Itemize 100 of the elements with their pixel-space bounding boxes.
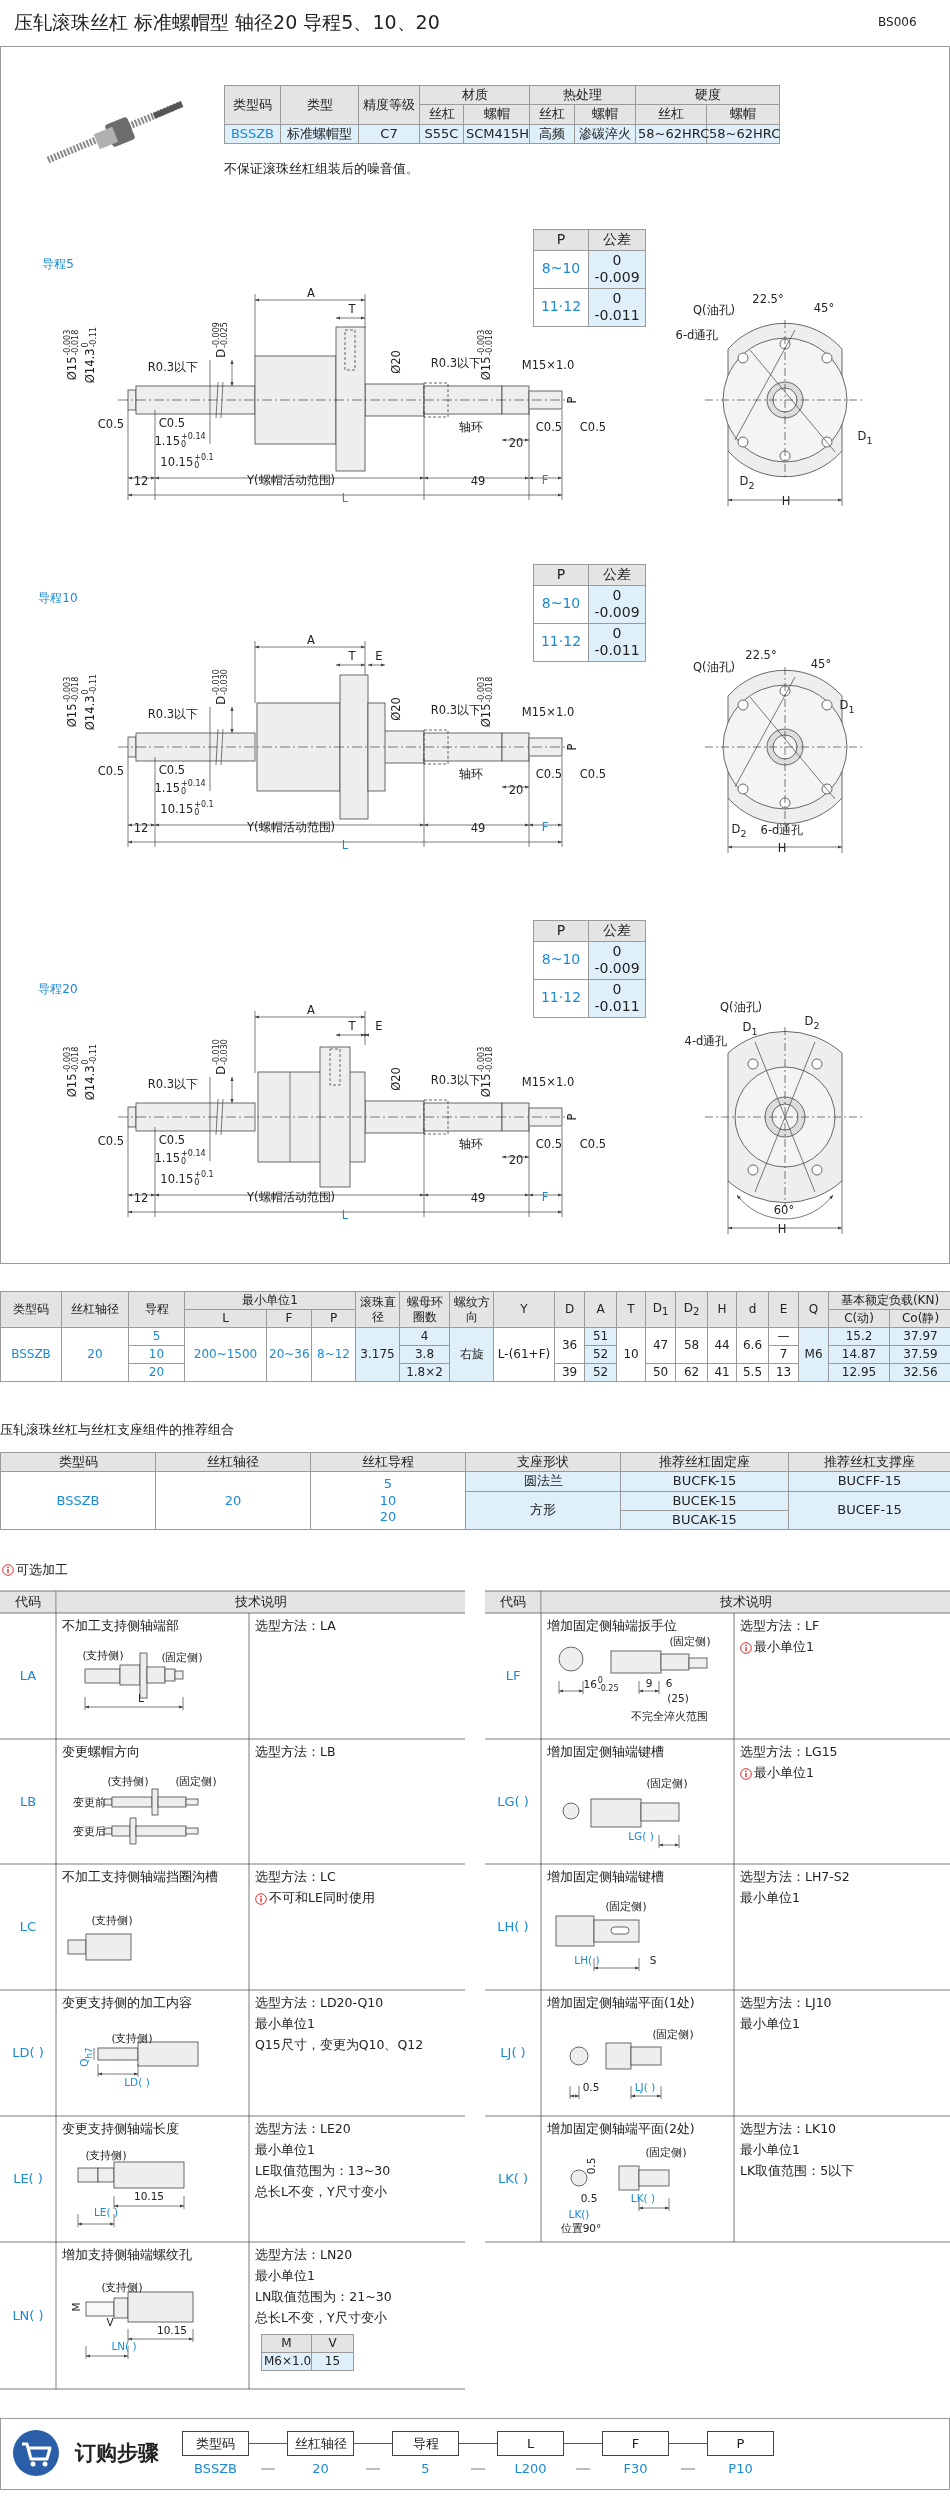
table-cell: 3.175	[355, 1327, 400, 1382]
table-cell: —	[768, 1327, 799, 1346]
dimension-label: 12	[133, 822, 149, 836]
dimension-label: A	[307, 634, 315, 648]
table-cell: 11·12	[533, 288, 589, 326]
step-box: 丝杠轴径	[287, 2431, 354, 2456]
option-code: LN( )	[12, 2308, 44, 2323]
table-cell: 右旋	[449, 1327, 494, 1382]
selection-note: 最小单位1	[740, 2143, 800, 2158]
section-heading: 导程5	[42, 258, 74, 272]
drawing-label: M	[69, 2302, 83, 2312]
table-header-cell: 螺纹方向	[449, 1291, 494, 1328]
dimension-label: Ø20	[390, 1067, 404, 1091]
dimension-label: F	[541, 1191, 549, 1205]
page-title: 压轧滚珠丝杠 标准螺帽型 轴径20 导程5、10、20	[14, 12, 440, 34]
table-header-cell: 最小单位1	[184, 1291, 356, 1310]
table-cell: 36	[554, 1327, 585, 1364]
table-header-cell: Y	[493, 1291, 555, 1328]
option-code: LD( )	[12, 2045, 44, 2061]
dimension-label: H	[777, 1223, 787, 1237]
table-cell: 8~10	[533, 941, 589, 979]
dimension-label: 20	[508, 784, 524, 798]
table-header-cell: A	[584, 1291, 617, 1328]
option-description: 不加工支持侧轴端挡圈沟槽	[62, 1870, 218, 1885]
table-cell: 5	[128, 1327, 185, 1346]
table-cell: 200~1500	[184, 1327, 267, 1382]
step-value: P10	[728, 2461, 753, 2477]
page-code: BS006	[878, 16, 917, 30]
dimension-label: Q(油孔)	[720, 1001, 762, 1015]
dimension-label: 6-d通孔	[675, 329, 719, 343]
table-cell: 8~10	[533, 250, 589, 288]
dimension-label: 45°	[810, 658, 832, 672]
option-code: LE( )	[13, 2171, 43, 2187]
table-header-cell: 硬度	[635, 85, 780, 105]
dimension-label: C0.5	[535, 421, 563, 435]
selection-note: 最小单位1	[754, 1640, 814, 1655]
dimension-label: Q(油孔)	[693, 304, 735, 318]
dimension-label: R0.3以下	[430, 357, 482, 371]
table-cell: 8~10	[533, 585, 589, 623]
dimension-label: R0.3以下	[147, 361, 199, 375]
drawing-label: (支持侧)	[101, 2280, 143, 2294]
dimension-label: L	[341, 492, 349, 506]
selection-note: 最小单位1	[255, 2143, 315, 2158]
section-heading: 订购步骤	[75, 2441, 159, 2466]
selection-note: 选型方法：LA	[255, 1619, 336, 1634]
table-cell: 41	[707, 1363, 737, 1382]
drawing-label: (支持侧)	[91, 1913, 133, 1927]
table-header-cell: P	[533, 920, 589, 941]
section-heading: 导程20	[38, 983, 78, 997]
dimension-label: C0.5	[158, 417, 186, 431]
table-cell: 0 -0.009	[588, 585, 646, 623]
dimension-label: H	[781, 495, 791, 509]
dimension-label: 4-d通孔	[684, 1035, 728, 1049]
dimension-label: 22.5°	[745, 649, 777, 663]
option-code: LG( )	[497, 1794, 529, 1809]
selection-note: 选型方法：LF	[740, 1619, 820, 1634]
drawing-label: LJ( )	[634, 2080, 656, 2094]
selection-note: 选型方法：LN20	[255, 2248, 353, 2263]
dimension-label: D$_{1}$	[857, 430, 873, 446]
dimension-label: C0.5	[535, 768, 563, 782]
option-description: 增加固定侧轴端平面(2处)	[547, 2122, 695, 2137]
table-cell: 11·12	[533, 623, 589, 661]
section-heading: 导程10	[38, 592, 78, 606]
dimension-label: 12	[133, 475, 149, 489]
table-cell: 0 -0.011	[588, 288, 646, 326]
drawing-label: S	[649, 1953, 657, 1967]
dimension-label: D$_{2}$	[731, 823, 747, 839]
selection-note: LN取值范围为：21~30	[255, 2290, 392, 2305]
table-header-cell: 导程	[128, 1291, 185, 1328]
table-cell: 0 -0.011	[588, 623, 646, 661]
table-cell: 39	[554, 1363, 585, 1382]
drawing-label: (固定侧)	[669, 1634, 711, 1648]
dimension-label: C0.5	[158, 1134, 186, 1148]
selection-note: Q15尺寸，变更为Q10、Q12	[255, 2038, 424, 2053]
dimension-label: 60°	[773, 1204, 795, 1218]
table-cell: 50	[645, 1363, 676, 1382]
step-box: F	[602, 2431, 669, 2456]
dimension-label: A	[307, 287, 315, 301]
dimension-label: F	[541, 474, 549, 488]
dimension-label: D$_{2}$	[739, 475, 755, 491]
dimension-label: E	[375, 650, 383, 664]
table-header-cell: 公差	[588, 920, 646, 941]
step-box: L	[497, 2431, 564, 2456]
selection-note: 选型方法：LJ10	[740, 1996, 832, 2011]
step-box: P	[707, 2431, 774, 2456]
dimension-label: 6-d通孔	[760, 824, 804, 838]
drawing-label: L	[138, 1691, 144, 1705]
selection-note: 最小单位1	[740, 2017, 800, 2032]
option-code: LK( )	[498, 2171, 528, 2187]
drawing-label: (支持侧)	[107, 1774, 149, 1788]
connector-line	[563, 2443, 603, 2444]
dimension-label: 20	[508, 1154, 524, 1168]
drawing-label: 6	[665, 1676, 673, 1690]
option-code: LF	[505, 1668, 521, 1684]
table-cell: L-(61+F)	[493, 1327, 555, 1382]
dimension-label: D$_{1}$	[839, 699, 855, 715]
option-code: LH( )	[497, 1919, 529, 1935]
table-header-cell: d	[736, 1291, 769, 1328]
dimension-label: T	[348, 650, 356, 664]
note-text: 不保证滚珠丝杠组装后的噪音值。	[224, 162, 419, 177]
